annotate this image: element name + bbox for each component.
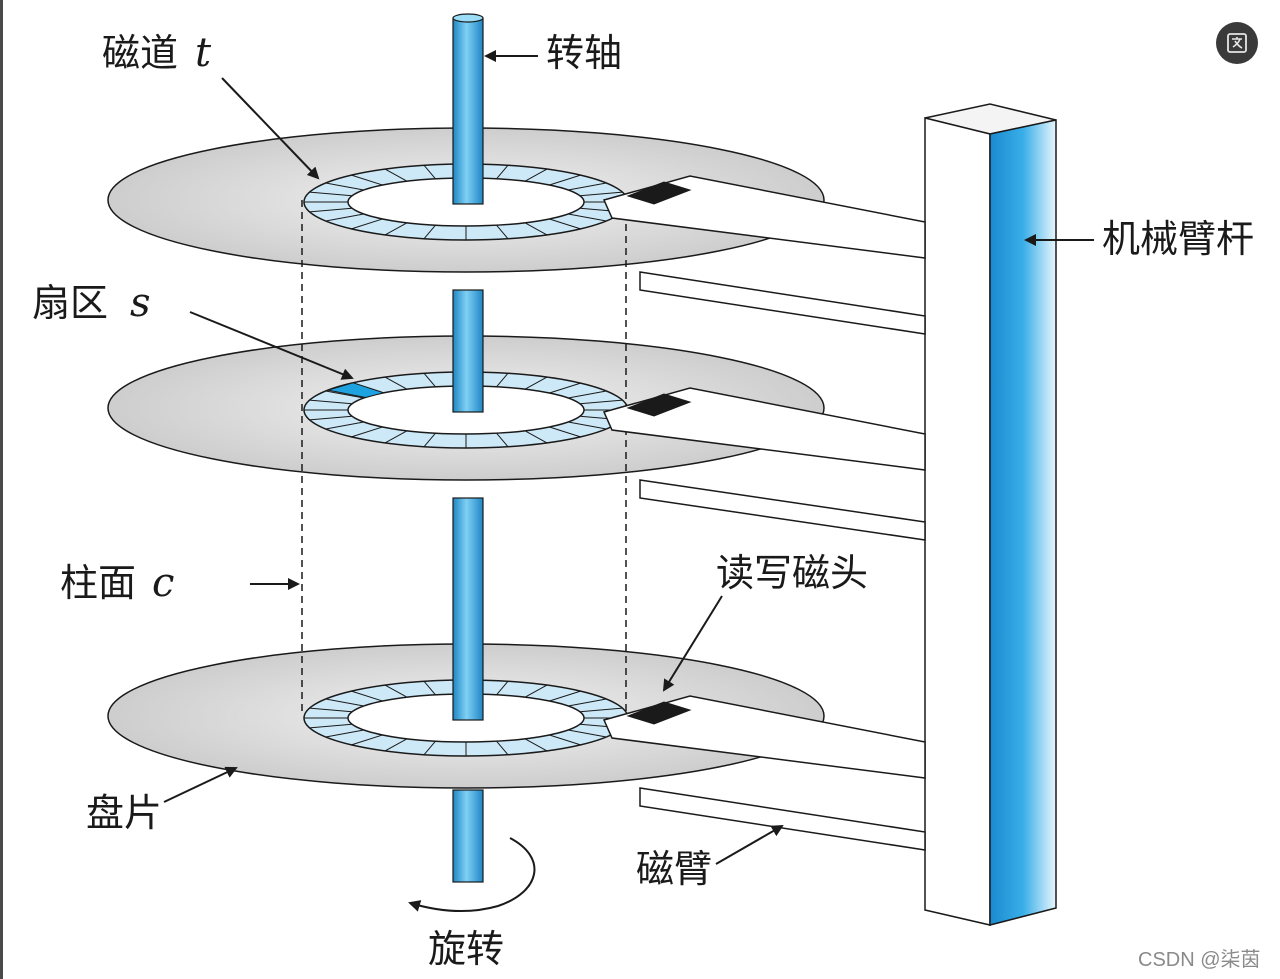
arm-assembly-front — [924, 117, 991, 926]
track-arrow — [221, 77, 320, 180]
watermark: CSDN @柒茵 — [1138, 948, 1261, 971]
spindle-middle — [452, 289, 484, 413]
platter-arrow — [163, 766, 238, 803]
label-arm: 磁臂 — [636, 847, 712, 891]
label-rw-head: 读写磁头 — [716, 551, 868, 595]
rw-head — [626, 181, 692, 205]
label-spindle: 转轴 — [546, 31, 622, 75]
translate-icon — [1227, 33, 1247, 53]
arm-upper-3 — [602, 695, 926, 779]
highlighted-sector — [327, 382, 386, 398]
left-window-edge — [0, 0, 3, 979]
rw-head — [626, 393, 692, 417]
label-arm-assembly: 机械臂杆 — [1102, 217, 1254, 261]
label-sector: 扇区 — [32, 281, 108, 325]
label-platter: 盘片 — [86, 791, 162, 835]
label-track-var: t — [195, 30, 212, 76]
spindle-lower — [452, 497, 484, 721]
rotation-arrow — [408, 837, 536, 912]
arm-upper-2 — [602, 387, 926, 471]
rw-head — [626, 701, 692, 725]
arm-assembly-side — [989, 119, 1057, 926]
arm-lower-2 — [639, 479, 926, 541]
spindle-top — [452, 17, 484, 205]
arm-lower-1 — [639, 271, 926, 335]
label-cylinder-var: c — [152, 560, 174, 606]
label-track: 磁道 — [102, 31, 178, 75]
arm-lower-3 — [639, 787, 926, 851]
arm-upper-1 — [602, 175, 926, 259]
spindle-bottom — [452, 789, 484, 883]
label-cylinder: 柱面 — [60, 561, 136, 605]
label-rotation: 旋转 — [428, 927, 504, 971]
label-sector-var: s — [130, 280, 151, 326]
sector-arrow — [189, 311, 354, 380]
rw-head-arrow — [662, 595, 723, 692]
arm-arrow — [715, 825, 784, 865]
translate-button[interactable] — [1216, 22, 1258, 64]
